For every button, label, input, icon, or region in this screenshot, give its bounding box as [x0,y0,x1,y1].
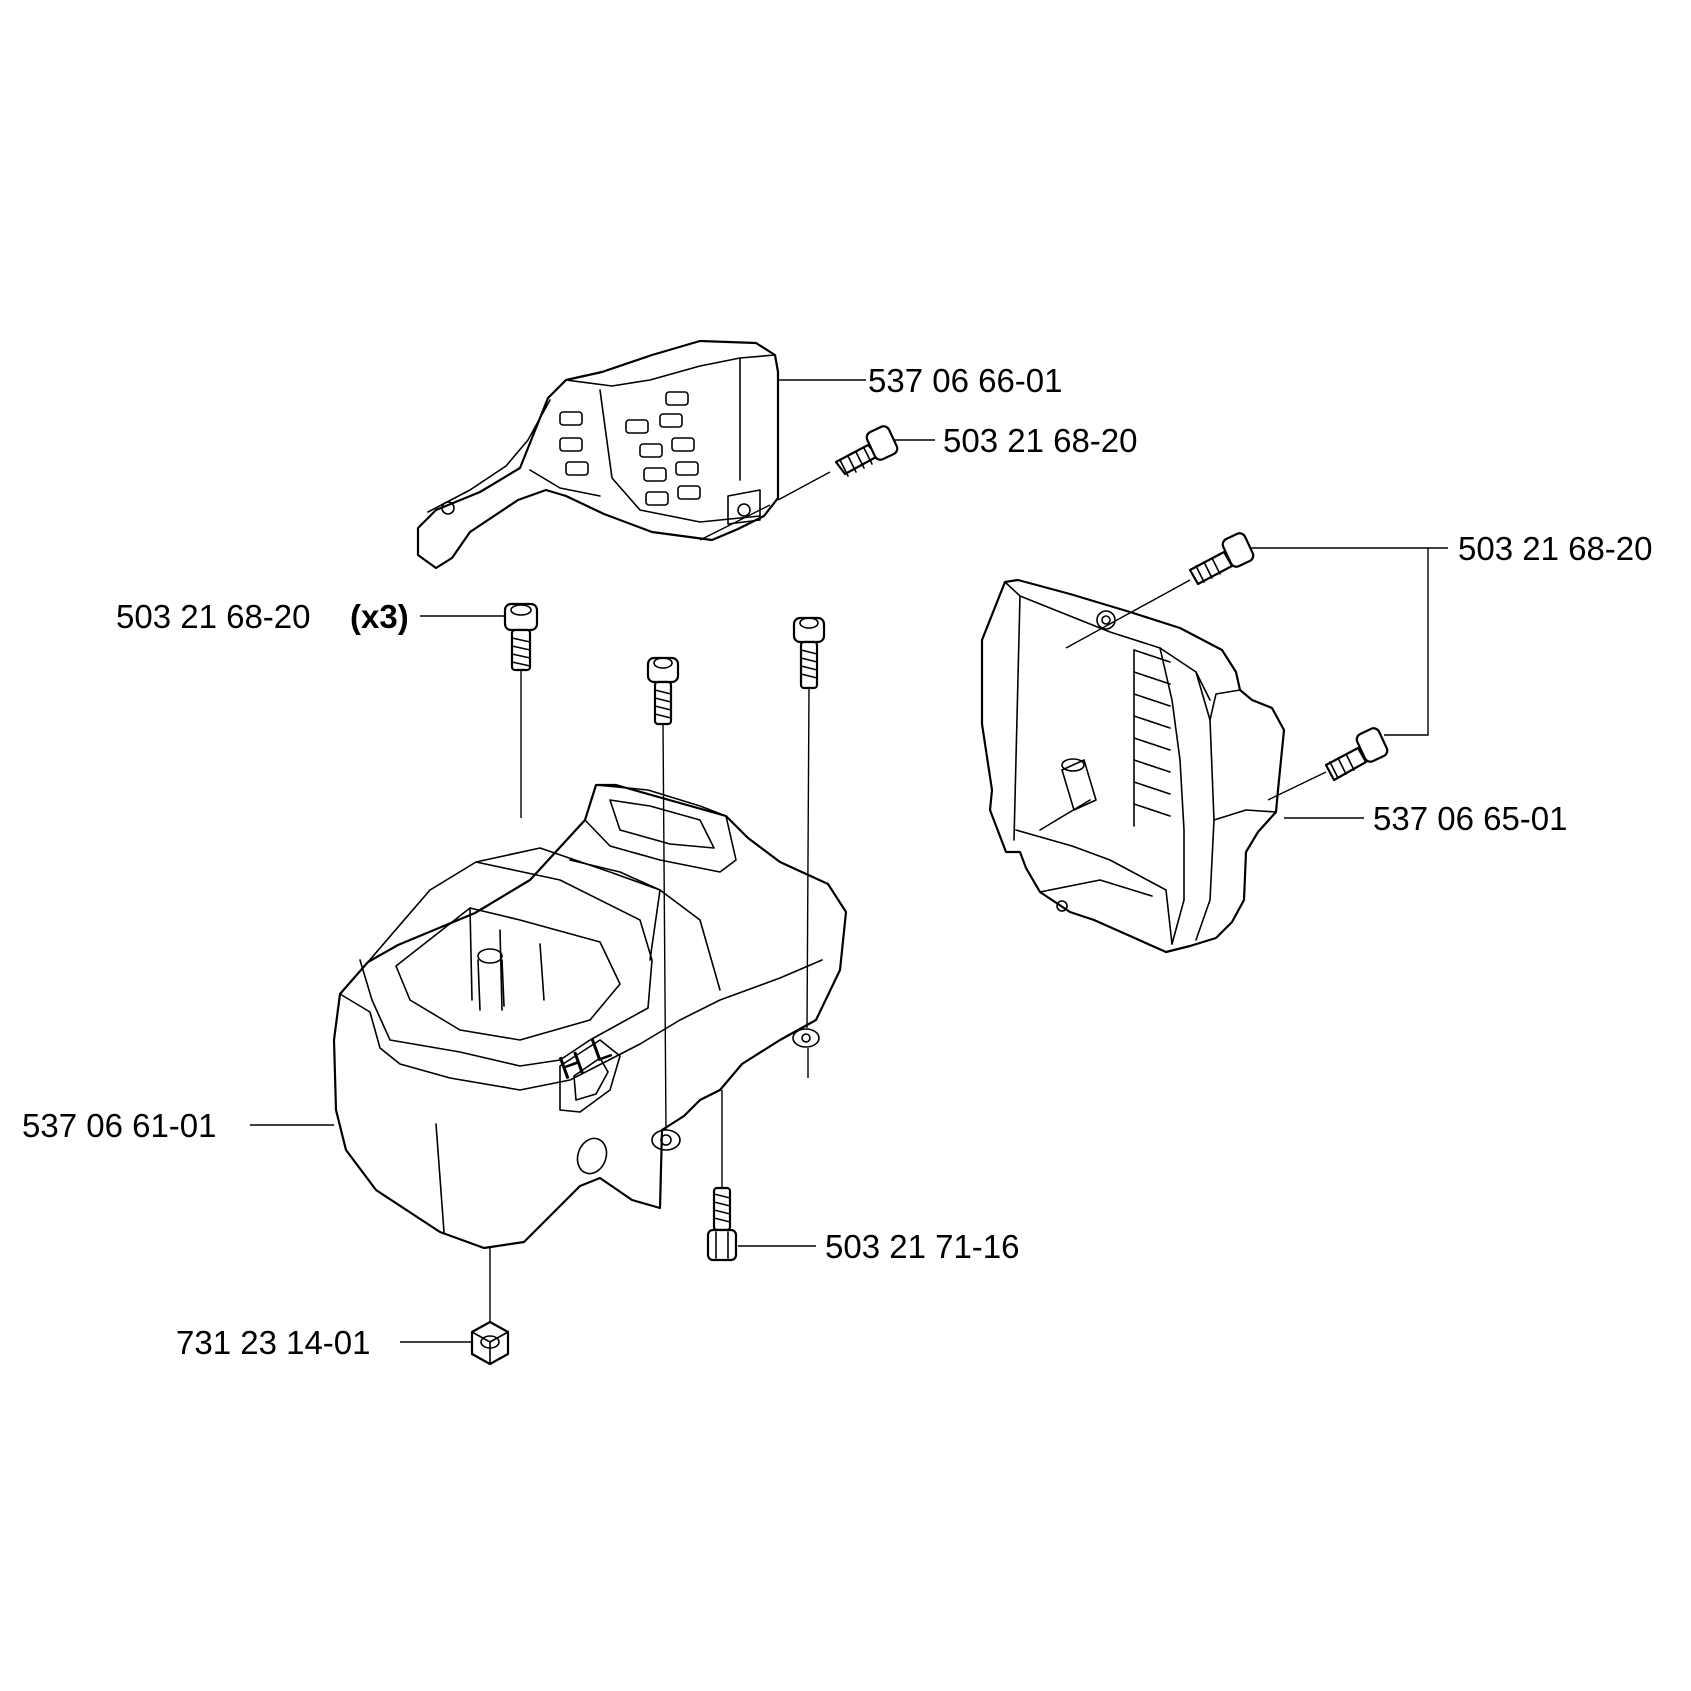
main-cover-label: 537 06 61-01 [22,1107,217,1144]
side-cover-label: 537 06 65-01 [1373,800,1568,837]
side-cover-part [980,578,1286,954]
upper-cover-screw-part [699,425,899,541]
main-cover-screws-qty: (x3) [350,598,409,635]
upper-cover-part [416,339,780,570]
nut-part [470,1248,510,1366]
upper-cover-vents [559,391,701,506]
nut-label: 731 23 14-01 [176,1324,371,1361]
main-cover-screws-label: 503 21 68-20 [116,598,311,635]
main-cover-screw-center-part [646,656,680,1131]
bottom-screw-part [706,1090,738,1262]
side-cover-screws-label: 503 21 68-20 [1458,530,1653,567]
main-cover-part: H L [332,783,848,1250]
upper-cover-label: 537 06 66-01 [868,362,1063,399]
side-cover-screw-upper-part [1065,532,1255,649]
side-cover-screw-lower-part [1267,727,1389,801]
bottom-screw-label: 503 21 71-16 [825,1228,1020,1265]
leader-side-cover-screws [1250,547,1429,736]
main-cover-screw-right-part [792,616,826,1078]
upper-cover-screw-label: 503 21 68-20 [943,422,1138,459]
main-cover-screw-left-part [503,602,539,818]
side-cover-fins [1133,649,1171,827]
